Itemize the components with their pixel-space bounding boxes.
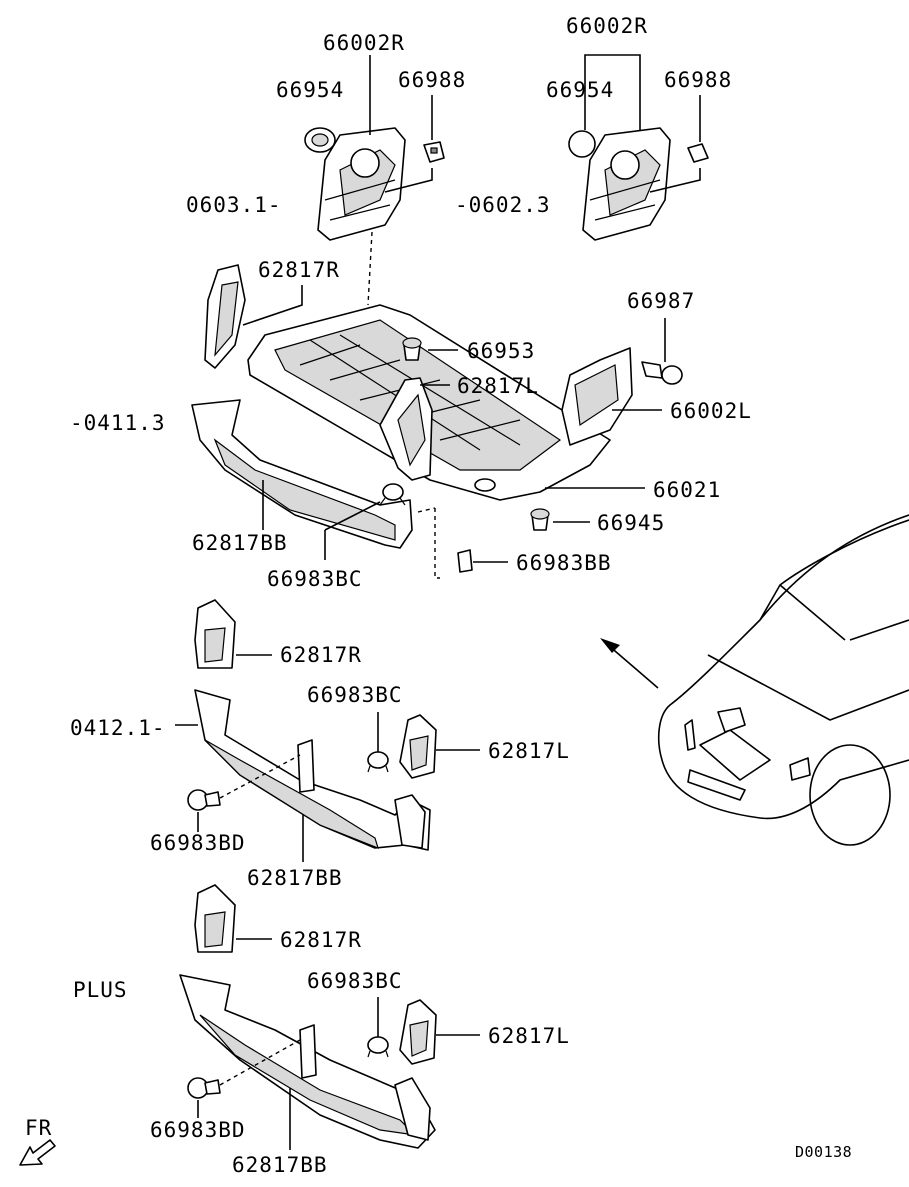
- bracket-62817r-c: [194, 884, 236, 953]
- label-top-r-grommet: 66954: [276, 78, 344, 102]
- label-guard-1: 62817BB: [192, 531, 288, 555]
- clip-66988-a: [423, 141, 445, 163]
- bracket-62817r-b: [194, 599, 236, 669]
- label-top-l-code: 66002R: [566, 14, 648, 38]
- grommet-66954-a: [304, 127, 336, 153]
- label-top-r-date: 0603.1-: [186, 193, 282, 217]
- label-bracket-l2: 62817L: [488, 739, 570, 763]
- label-clip-66953: 66953: [467, 339, 535, 363]
- clip-66953: [402, 337, 422, 361]
- bracket-62817l-b: [399, 714, 437, 779]
- bracket-62817l-a: [379, 377, 433, 481]
- label-top-l-clip: 66988: [664, 68, 732, 92]
- label-fr: FR: [25, 1116, 52, 1140]
- clip-66983bc-a: [379, 483, 406, 506]
- label-clip-66983bc-2: 66983BC: [307, 683, 403, 707]
- label-undercover: 66021: [653, 478, 721, 502]
- label-cover-l: 66002L: [670, 399, 752, 423]
- label-date-0411: -0411.3: [70, 411, 166, 435]
- label-clip-66983bc-3: 66983BC: [307, 969, 403, 993]
- label-top-l-date: -0602.3: [455, 193, 551, 217]
- label-bracket-r1: 62817R: [258, 258, 340, 282]
- clip-66983bc-c: [367, 1036, 389, 1058]
- arrow-up-left-icon: [600, 638, 659, 689]
- clip-66988-b: [687, 143, 709, 163]
- label-guard-3: 62817BB: [232, 1153, 328, 1177]
- clip-66945: [530, 508, 550, 531]
- label-date-0412: 0412.1-: [70, 716, 166, 740]
- bracket-62817r-a: [204, 264, 246, 369]
- car-front-illustration: [657, 514, 909, 846]
- label-guard-2: 62817BB: [247, 866, 343, 890]
- label-clip-66983bd-1: 66983BD: [150, 831, 246, 855]
- label-clip-66983bc-1: 66983BC: [267, 567, 363, 591]
- clip-66983bc-b: [367, 751, 389, 773]
- lower-guard-62817bb-a: [191, 399, 413, 549]
- splash-shield-66002l: [561, 347, 633, 446]
- label-clip-66983bd-2: 66983BD: [150, 1118, 246, 1142]
- label-plus: PLUS: [73, 978, 128, 1002]
- label-bolt-66987: 66987: [627, 289, 695, 313]
- label-bracket-l3: 62817L: [488, 1024, 570, 1048]
- label-bracket-r3: 62817R: [280, 928, 362, 952]
- label-ref-code: D00138: [795, 1143, 852, 1161]
- label-clip-66983bb: 66983BB: [516, 551, 612, 575]
- lower-guard-62817bb-c: [179, 974, 436, 1149]
- splash-shield-66002r-b: [582, 127, 671, 241]
- clip-66983bd-b: [187, 1077, 221, 1099]
- splash-shield-66002r-a: [317, 127, 406, 241]
- clip-66983bd-a: [187, 789, 221, 811]
- label-bracket-l1: 62817L: [457, 374, 539, 398]
- grommet-66954-b: [568, 130, 596, 158]
- label-top-r-code: 66002R: [323, 31, 405, 55]
- bolt-66987: [641, 361, 683, 385]
- lower-guard-62817bb-b: [194, 689, 431, 851]
- label-bracket-r2: 62817R: [280, 643, 362, 667]
- label-top-r-clip: 66988: [398, 68, 466, 92]
- label-top-l-grommet: 66954: [546, 78, 614, 102]
- bracket-62817l-c: [399, 999, 437, 1065]
- label-clip-66945: 66945: [597, 511, 665, 535]
- clip-66983bb: [457, 549, 473, 573]
- arrow-down-left-icon: [19, 1139, 56, 1166]
